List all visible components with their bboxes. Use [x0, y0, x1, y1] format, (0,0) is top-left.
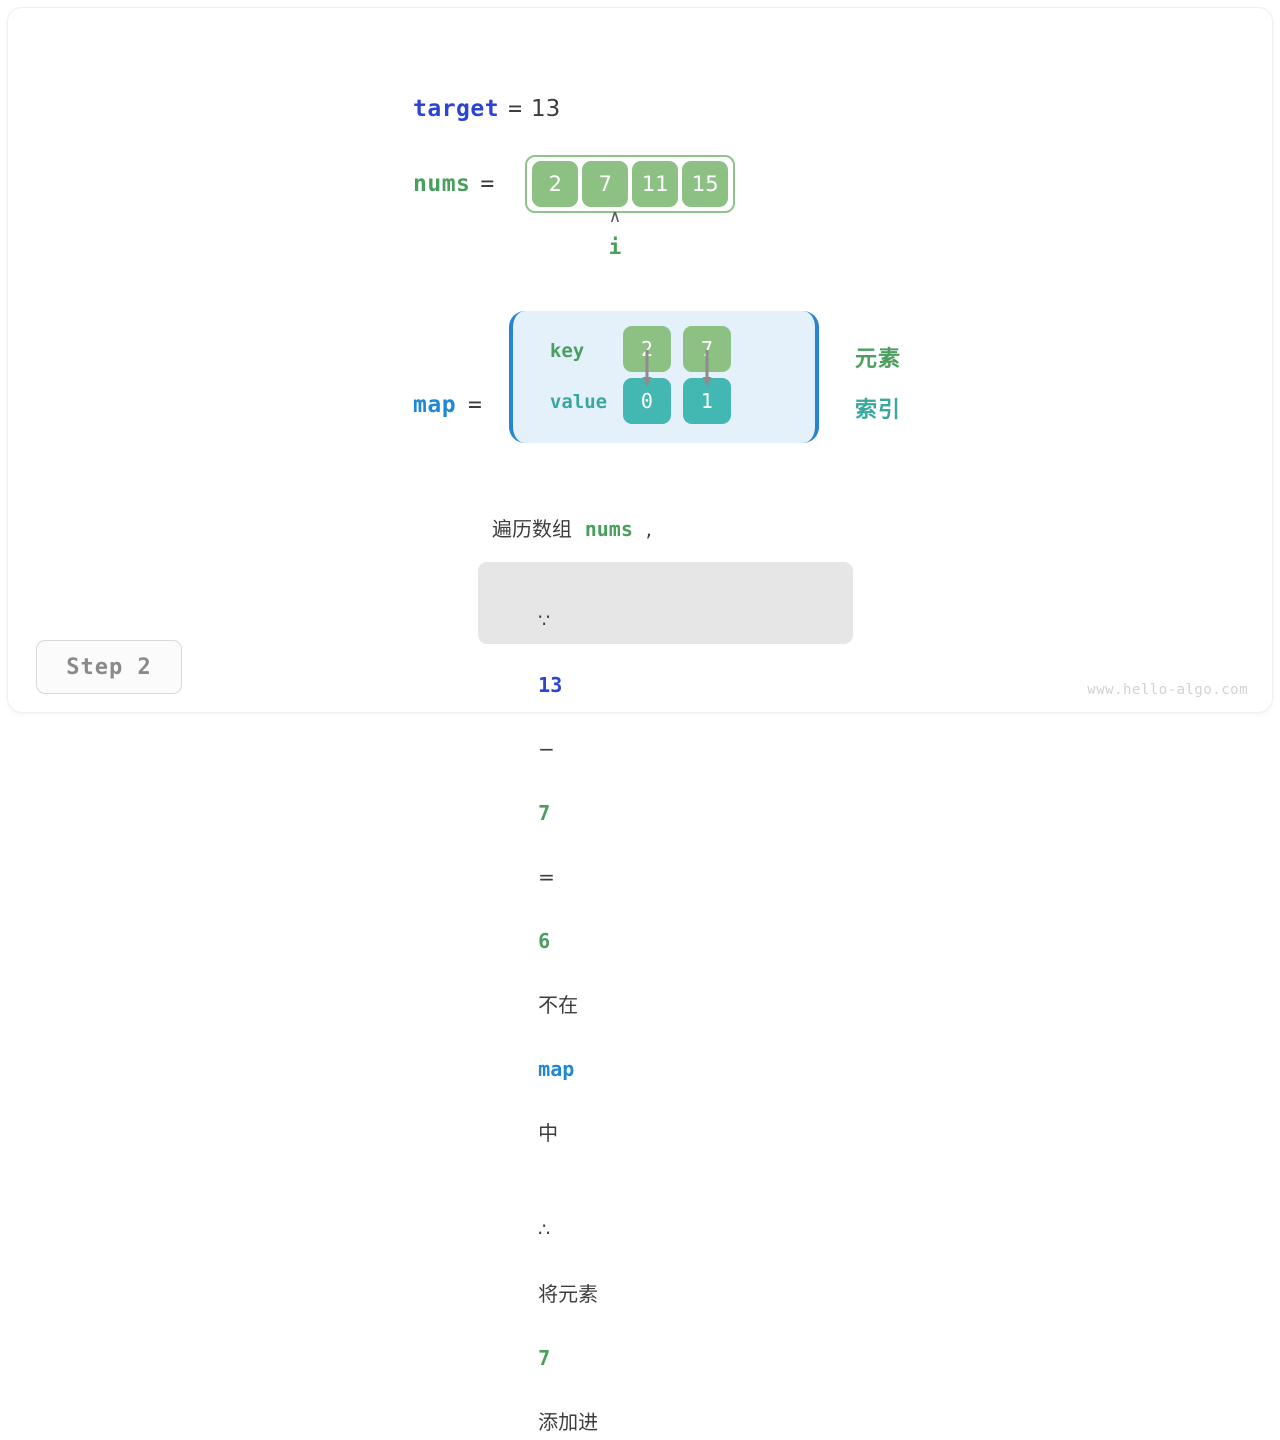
note-line-2: ∴ 将元素 7 添加进 map	[500, 1181, 831, 1440]
caret-up-icon: ∧	[608, 207, 622, 227]
map-equals-sign: =	[468, 391, 482, 418]
map-entry: 2 0	[622, 326, 671, 424]
target-variable-label: target	[413, 96, 500, 122]
watermark: www.hello-algo.com	[1087, 682, 1248, 698]
nums-array: 2 7 11 15	[525, 155, 736, 213]
map-value-cell: 1	[682, 378, 731, 424]
nums-row: nums = 2 7 11 15	[413, 155, 736, 213]
because-symbol: ∵	[538, 610, 551, 632]
nums-equals-sign: =	[480, 171, 495, 197]
note-line-1: ∵ 13 − 7 = 6 不在 map 中	[500, 572, 831, 1181]
note-result: 6	[538, 929, 551, 953]
map-key-cell: 2	[622, 326, 671, 372]
map-value-cell: 0	[622, 378, 671, 424]
map-key-cell: 7	[682, 326, 731, 372]
annotation-index: 索引	[855, 398, 902, 423]
step-badge: Step 2	[36, 640, 182, 694]
note-minus: −	[538, 737, 555, 761]
nums-cell: 2	[532, 161, 579, 207]
pointer-label: i	[608, 235, 622, 259]
map-entries: 2 0 7 1	[622, 326, 731, 424]
nums-cell: 7	[582, 161, 629, 207]
note-box: ∵ 13 − 7 = 6 不在 map 中 ∴ 将元素 7	[478, 562, 853, 1434]
map-entry: 7 1	[682, 326, 731, 424]
nums-cell: 15	[682, 161, 729, 207]
note-map-ref: map	[538, 1057, 575, 1081]
caption: 遍历数组 nums ,	[492, 513, 652, 542]
note-mid-text: 不在	[538, 993, 579, 1017]
note2-number: 7	[538, 1346, 551, 1370]
nums-cell: 11	[632, 161, 679, 207]
note2-prefix: 将元素	[538, 1282, 599, 1306]
map-value-row-label: value	[549, 391, 608, 413]
caption-prefix: 遍历数组	[492, 517, 572, 541]
note-equals: =	[538, 865, 555, 889]
caption-code: nums	[584, 517, 633, 541]
nums-variable-label: nums	[413, 171, 471, 197]
map-variable-label: map	[413, 391, 457, 418]
target-equals-sign: =	[508, 96, 522, 122]
note-end-text: 中	[538, 1121, 559, 1145]
target-value: 13	[530, 96, 561, 122]
map-row: map = key value 2 0 7 1	[413, 311, 819, 443]
map-key-row-label: key	[549, 340, 585, 362]
caption-suffix: ,	[645, 517, 652, 541]
map-container: key value 2 0 7 1	[508, 311, 819, 443]
annotation-element: 元素	[855, 347, 902, 372]
note-operand-b: 7	[538, 801, 551, 825]
note-operand-a: 13	[538, 673, 563, 697]
diagram-canvas: target = 13 nums = 2 7 11 15 ∧ i map = k…	[36, 92, 1248, 1434]
index-pointer: ∧ i	[598, 208, 632, 262]
target-row: target = 13	[413, 92, 560, 126]
therefore-symbol: ∴	[538, 1219, 551, 1241]
note2-mid: 添加进	[538, 1410, 599, 1434]
